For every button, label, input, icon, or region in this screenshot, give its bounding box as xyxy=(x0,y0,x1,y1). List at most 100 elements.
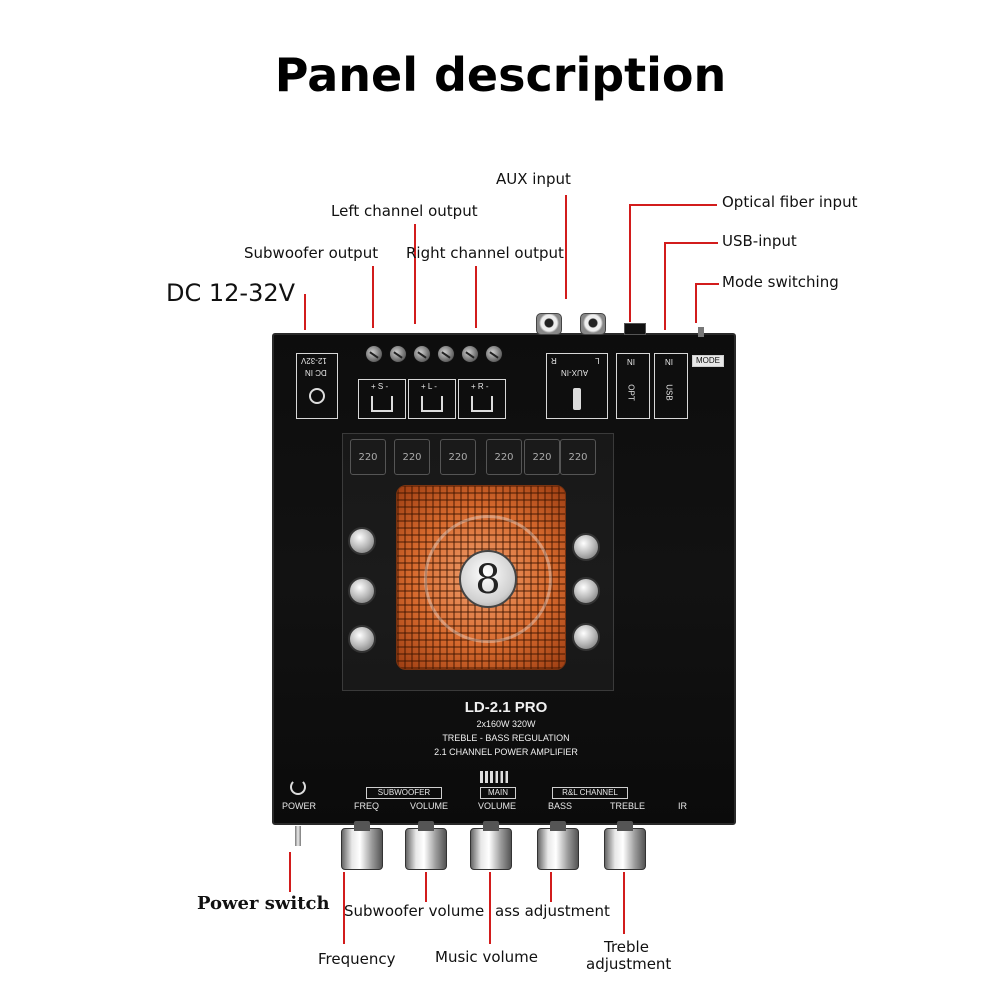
subwoofer-volume-knob[interactable] xyxy=(405,821,447,870)
left-channel-leader xyxy=(414,224,416,324)
model-name: LD-2.1 PRO xyxy=(464,699,548,716)
terminal-screw-3 xyxy=(413,345,431,363)
aux-in-text: AUX-IN xyxy=(561,368,589,377)
speaker-icon xyxy=(471,396,493,412)
volume-bars-icon xyxy=(478,771,514,783)
treble-text: TREBLE xyxy=(610,801,646,811)
music-volume-knob[interactable] xyxy=(470,821,512,870)
treble-adjustment-leader xyxy=(623,872,625,934)
mode-tag: MODE xyxy=(692,355,724,367)
dc-voltage-leader xyxy=(304,294,306,330)
usb-input-label: USB-input xyxy=(722,232,797,250)
frequency-leader xyxy=(343,872,345,944)
knob-top-right-2 xyxy=(572,577,600,605)
freq-text: FREQ xyxy=(354,801,380,811)
mode-switching-leader-v xyxy=(695,283,697,323)
capacitor: 220 xyxy=(394,439,430,475)
main-tag: MAIN xyxy=(480,787,516,799)
optical-fiber-leader-h xyxy=(629,204,717,206)
aux-l-text: L xyxy=(595,356,600,365)
subwoofer-volume-leader xyxy=(425,872,427,902)
bass-knob[interactable] xyxy=(537,821,579,870)
aux-in-box: R L AUX-IN xyxy=(546,353,608,419)
speaker-s-text: + S - xyxy=(371,382,389,391)
capacitor: 220 xyxy=(524,439,560,475)
knob-top-left-1 xyxy=(348,527,376,555)
left-channel-output-label: Left channel output xyxy=(331,202,478,220)
speaker-l-text: + L - xyxy=(421,382,437,391)
mode-switching-label: Mode switching xyxy=(722,273,839,291)
aux-input-label: AUX input xyxy=(496,170,571,188)
music-volume-leader xyxy=(489,872,491,944)
amplifier-text: 2.1 CHANNEL POWER AMPLIFIER xyxy=(434,747,578,757)
terminal-screw-1 xyxy=(365,345,383,363)
capacitor: 220 xyxy=(440,439,476,475)
aux-plug-icon xyxy=(573,388,581,410)
regulation-text: TREBLE - BASS REGULATION xyxy=(442,733,570,743)
terminal-screw-2 xyxy=(389,345,407,363)
dc-jack-icon xyxy=(309,388,325,404)
fan-ring xyxy=(424,515,552,643)
frequency-knob[interactable] xyxy=(341,821,383,870)
speaker-r-box: + R - xyxy=(458,379,506,419)
power-switch-leader xyxy=(289,852,291,892)
speaker-s-box: + S - xyxy=(358,379,406,419)
aux-input-leader xyxy=(565,195,567,299)
subwoofer-volume-label: Subwoofer volume xyxy=(344,902,485,920)
terminal-screw-5 xyxy=(461,345,479,363)
dc-in-text: DC IN xyxy=(305,368,327,377)
knob-top-left-3 xyxy=(348,625,376,653)
bass-adjustment-label: ass adjustment xyxy=(495,902,610,920)
opt-in-text: IN xyxy=(627,357,635,366)
speaker-icon xyxy=(421,396,443,412)
speaker-l-box: + L - xyxy=(408,379,456,419)
aux-r-text: R xyxy=(551,356,557,365)
ir-text: IR xyxy=(678,801,687,811)
aux-rca-l xyxy=(536,313,562,335)
power-switch-lever[interactable] xyxy=(295,826,301,846)
usb-input-leader-h xyxy=(664,242,718,244)
bass-adjustment-leader xyxy=(550,872,552,902)
subwoofer-output-leader xyxy=(372,266,374,328)
usb-in-text: IN xyxy=(665,357,673,366)
amplifier-panel: 12-32V DC IN + S - + L - + R - R L AUX-I… xyxy=(272,313,736,825)
bass-text: BASS xyxy=(548,801,573,811)
knob-top-right-3 xyxy=(572,623,600,651)
terminal-screw-4 xyxy=(437,345,455,363)
optical-fiber-input-label: Optical fiber input xyxy=(722,193,858,211)
optical-port xyxy=(624,323,646,335)
treble-adjustment-label-line1: Treble xyxy=(604,938,649,956)
terminal-screw-6 xyxy=(485,345,503,363)
power-text: POWER xyxy=(282,801,317,811)
treble-knob[interactable] xyxy=(604,821,646,870)
knob-top-left-2 xyxy=(348,577,376,605)
opt-box: IN OPT xyxy=(616,353,650,419)
speaker-r-text: + R - xyxy=(471,382,489,391)
capacitor: 220 xyxy=(350,439,386,475)
usb-box: IN USB xyxy=(654,353,688,419)
capacitor: 220 xyxy=(560,439,596,475)
music-volume-label: Music volume xyxy=(435,948,539,966)
usb-text: USB xyxy=(664,384,674,401)
volume-main-text: VOLUME xyxy=(478,801,517,811)
volume-sub-text: VOLUME xyxy=(410,801,449,811)
dc-voltage-label: DC 12-32V xyxy=(166,279,296,307)
capacitor: 220 xyxy=(486,439,522,475)
dc-in-box: 12-32V DC IN xyxy=(296,353,338,419)
aux-rca-r xyxy=(580,313,606,335)
right-channel-output-label: Right channel output xyxy=(406,244,564,262)
dc-range-text: 12-32V xyxy=(301,356,327,365)
mode-switching-leader-h xyxy=(695,283,719,285)
power-spec: 2x160W 320W xyxy=(476,719,536,729)
fan-hub-logo: 8 xyxy=(459,550,517,608)
rl-channel-tag: R&L CHANNEL xyxy=(552,787,628,799)
right-channel-leader xyxy=(475,266,477,328)
knob-top-right-1 xyxy=(572,533,600,561)
subwoofer-tag: SUBWOOFER xyxy=(366,787,442,799)
power-switch-label: Power switch xyxy=(197,893,330,914)
mode-button xyxy=(698,327,704,337)
optical-fiber-leader-v xyxy=(629,204,631,322)
opt-text: OPT xyxy=(626,384,636,401)
power-icon xyxy=(290,779,306,795)
treble-adjustment-label-line2: adjustment xyxy=(586,955,672,973)
